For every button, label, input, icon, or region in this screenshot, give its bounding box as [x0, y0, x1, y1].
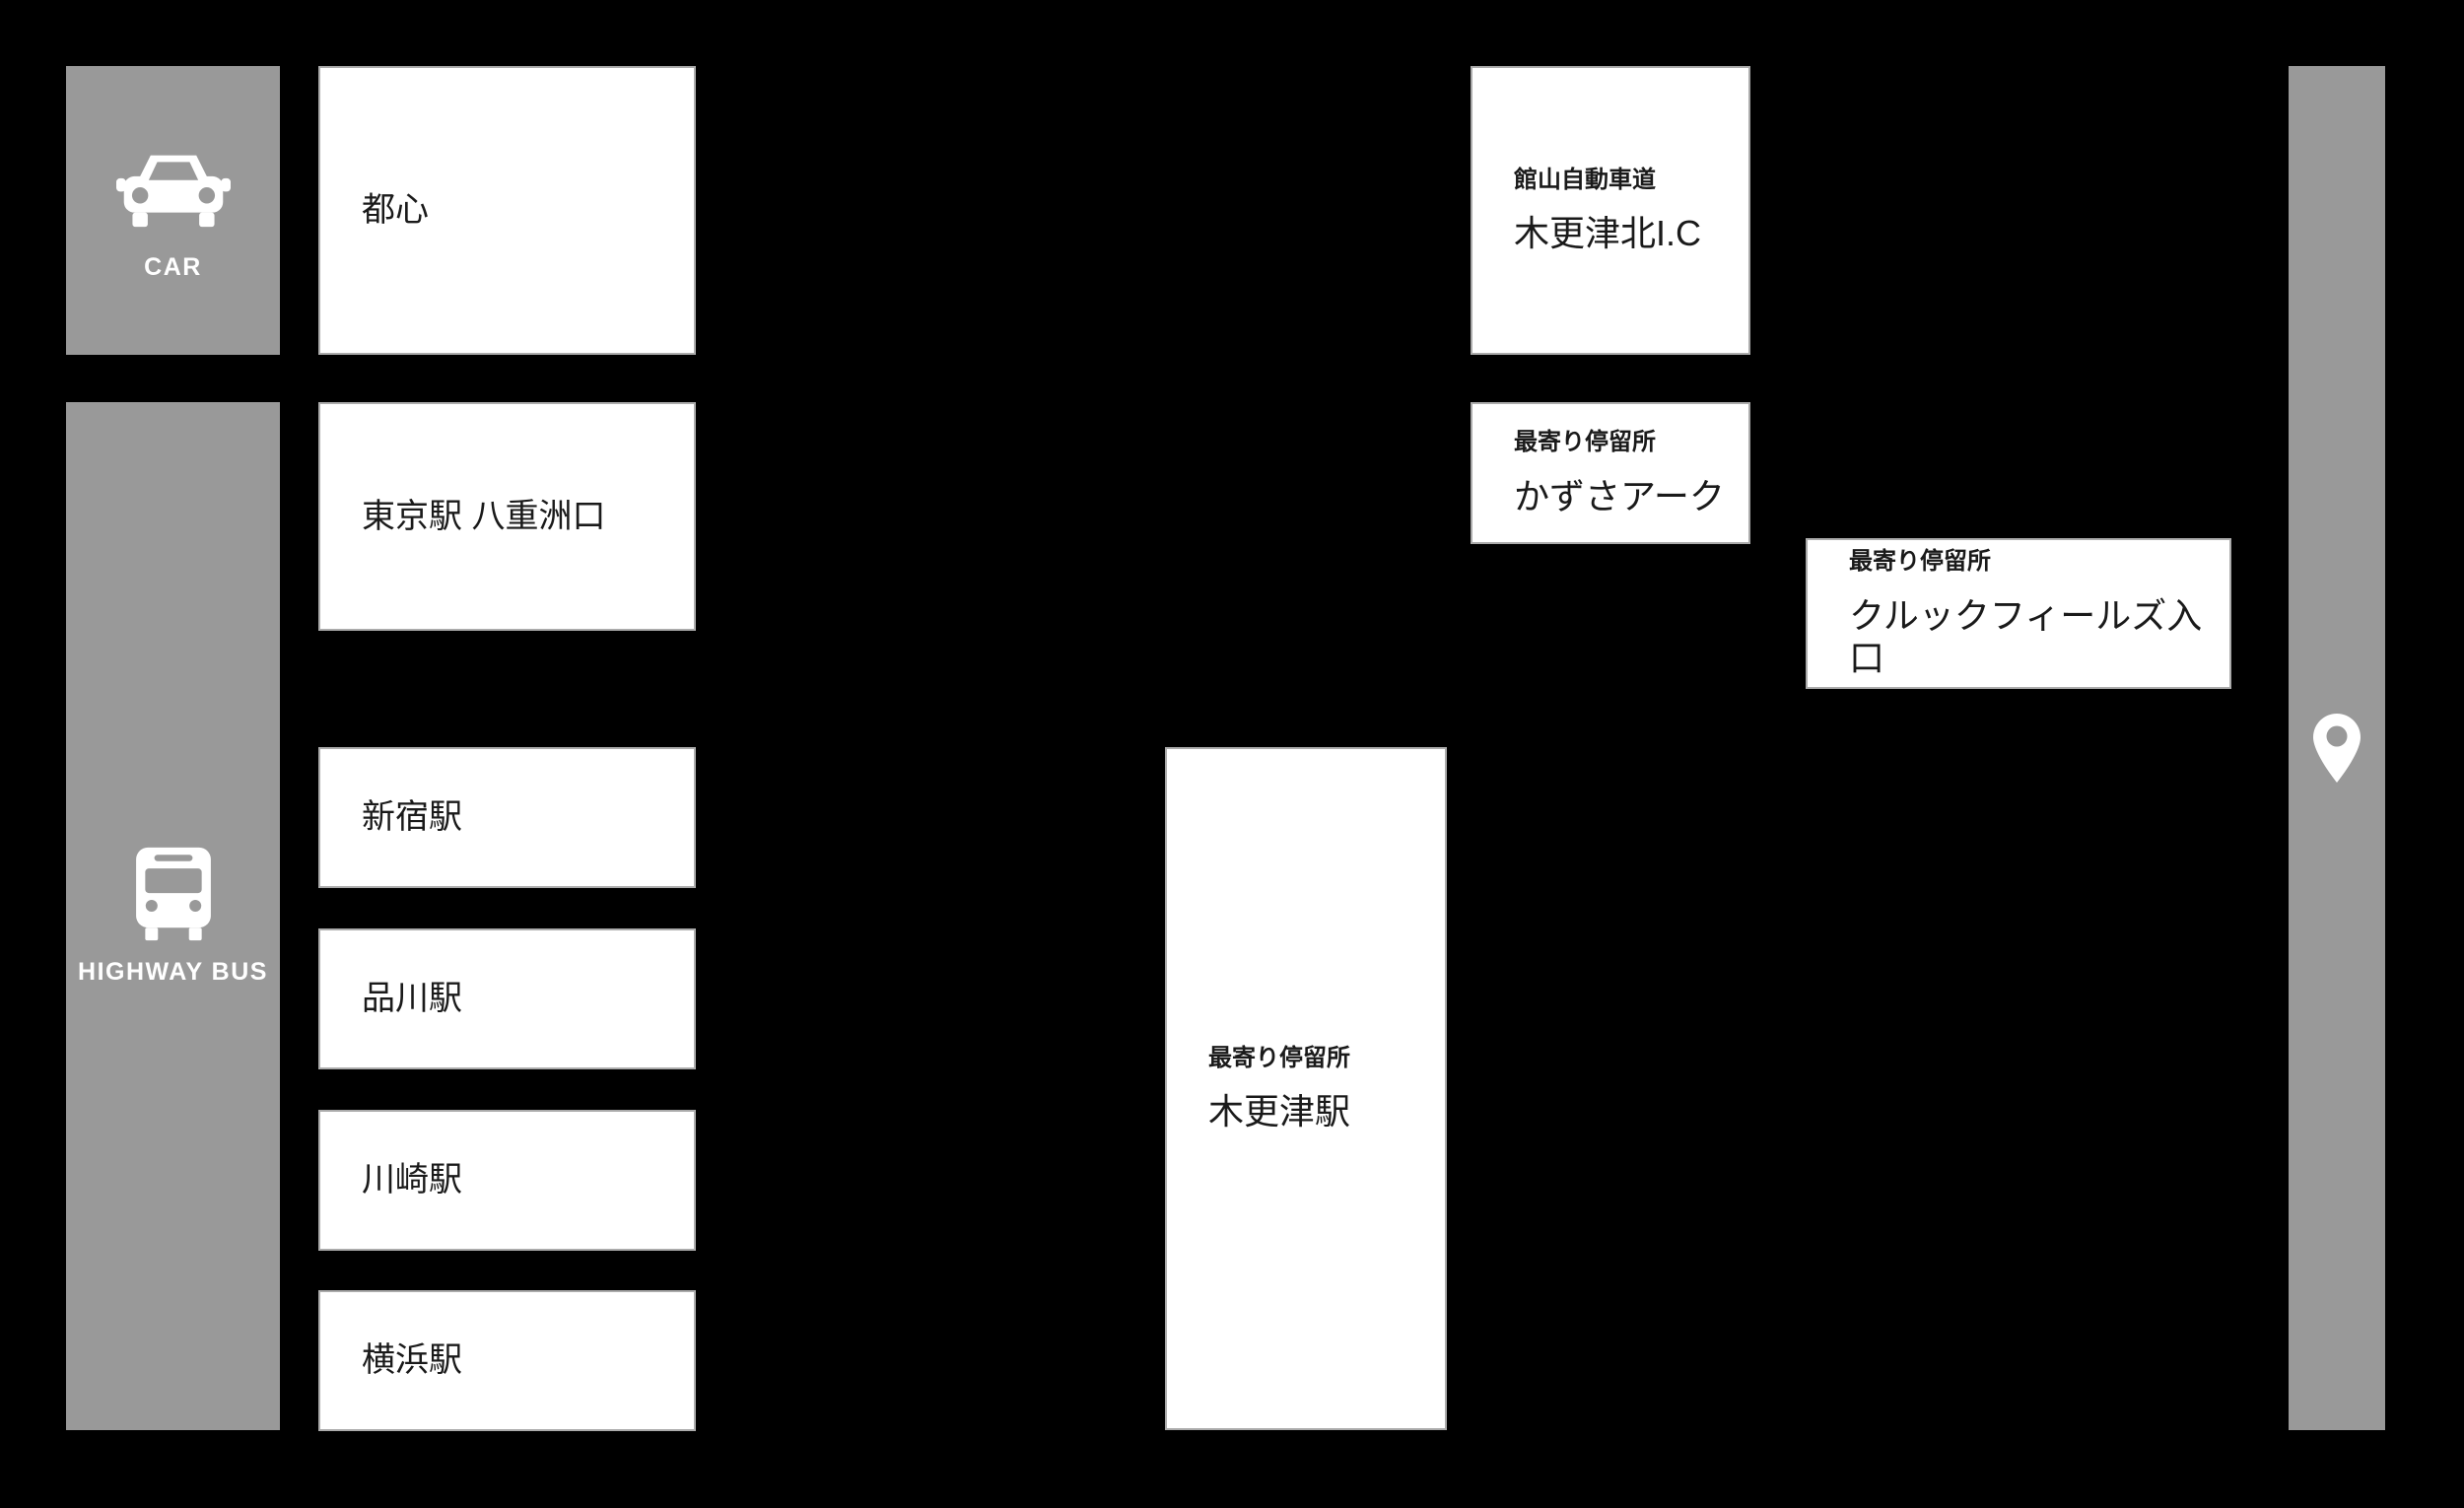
stop-subtitle: 館山自動車道 [1514, 166, 1656, 193]
highway-bus-mode-label: HIGHWAY BUS [78, 958, 268, 986]
stop-box-kawasaki-station: 川崎駅 [318, 1110, 696, 1251]
stop-title: 東京駅 八重洲口 [362, 497, 606, 535]
stop-box-yokohama-station: 横浜駅 [318, 1290, 696, 1431]
highway-bus-mode-badge: HIGHWAY BUS [66, 402, 280, 1430]
stop-subtitle: 最寄り停留所 [1208, 1044, 1350, 1071]
car-icon [115, 155, 231, 227]
destination-bar [2289, 66, 2385, 1430]
car-mode-label: CAR [144, 252, 202, 281]
stop-title: 川崎駅 [362, 1161, 462, 1200]
stop-title: 都心 [362, 191, 429, 230]
location-pin-icon [2313, 714, 2361, 783]
stop-box-city-center: 都心 [318, 66, 696, 355]
car-mode-badge: CAR [66, 66, 280, 355]
stop-title: 木更津北I.C [1514, 213, 1702, 254]
stop-box-kisarazu-station: 最寄り停留所 木更津駅 [1165, 747, 1447, 1430]
stop-title: クルックフィールズ入口 [1849, 594, 2203, 678]
stop-box-kurkku-fields-entrance: 最寄り停留所 クルックフィールズ入口 [1806, 538, 2231, 689]
stop-title: 品川駅 [362, 980, 462, 1018]
stop-box-kisarazu-kita-ic: 館山自動車道 木更津北I.C [1471, 66, 1750, 355]
stop-box-shinagawa-station: 品川駅 [318, 928, 696, 1069]
stop-box-shinjuku-station: 新宿駅 [318, 747, 696, 888]
bus-icon [135, 847, 211, 941]
stop-title: 横浜駅 [362, 1341, 462, 1380]
stop-title: 木更津駅 [1208, 1091, 1351, 1132]
stop-box-tokyo-station-yaesu: 東京駅 八重洲口 [318, 402, 696, 631]
stop-subtitle: 最寄り停留所 [1514, 429, 1656, 455]
stop-subtitle: 最寄り停留所 [1849, 547, 1991, 575]
stop-title: かずさアーク [1514, 475, 1725, 516]
stop-box-kazusa-ark: 最寄り停留所 かずさアーク [1471, 402, 1750, 544]
stop-title: 新宿駅 [362, 798, 462, 837]
